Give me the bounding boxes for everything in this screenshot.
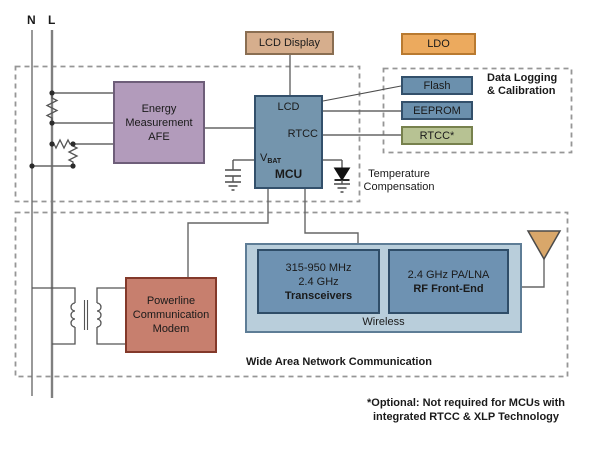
wan-caption: Wide Area Network Communication: [246, 356, 432, 368]
powerline-modem-block: Powerline Communication Modem: [125, 277, 217, 353]
flash-block: Flash: [401, 76, 473, 95]
eeprom-block: EEPROM: [401, 101, 473, 120]
mcu-name-label: MCU: [274, 167, 303, 181]
rf-front-end-block: 2.4 GHz PA/LNA RF Front-End: [388, 249, 509, 314]
afe-line2: Measurement: [125, 116, 193, 129]
flash-diagonal-wire: [322, 85, 402, 102]
resistor-icon: [45, 96, 79, 164]
antenna-icon: [522, 230, 562, 288]
live-label: L: [48, 13, 56, 27]
capacitor-ground-icon: [225, 160, 241, 191]
mcu-block: LCD RTCC VBAT MCU: [254, 95, 323, 189]
data-logging-caption: Data Logging & Calibration: [487, 72, 558, 97]
lcd-display-block: LCD Display: [245, 31, 334, 55]
temperature-compensation-caption: Temperature Compensation: [363, 168, 435, 193]
energy-measurement-afe-block: Energy Measurement AFE: [113, 81, 205, 164]
afe-line1: Energy: [141, 102, 177, 115]
rtcc-optional-label: RTCC*: [419, 129, 455, 142]
mcu-pin-rtcc: RTCC: [287, 128, 318, 140]
junction-dots: [29, 90, 76, 169]
afe-line3: AFE: [148, 130, 170, 143]
ldo-label: LDO: [427, 38, 450, 50]
wireless-label: Wireless: [362, 316, 405, 328]
mcu-pin-vbat: VBAT: [260, 152, 282, 165]
transceivers-block: 315-950 MHz 2.4 GHz Transceivers: [257, 249, 380, 314]
neutral-label: N: [27, 13, 36, 27]
ldo-block: LDO: [401, 33, 476, 55]
flash-label: Flash: [423, 79, 451, 92]
footnote: *Optional: Not required for MCUs with in…: [367, 397, 565, 423]
transformer-icon: [32, 287, 125, 345]
sense-wires: [32, 92, 113, 167]
rtcc-optional-block: RTCC*: [401, 126, 473, 145]
diode-ground-icon: [333, 160, 351, 193]
lcd-display-label: LCD Display: [258, 37, 321, 49]
mcu-pin-lcd: LCD: [277, 101, 300, 113]
eeprom-label: EEPROM: [413, 104, 461, 117]
